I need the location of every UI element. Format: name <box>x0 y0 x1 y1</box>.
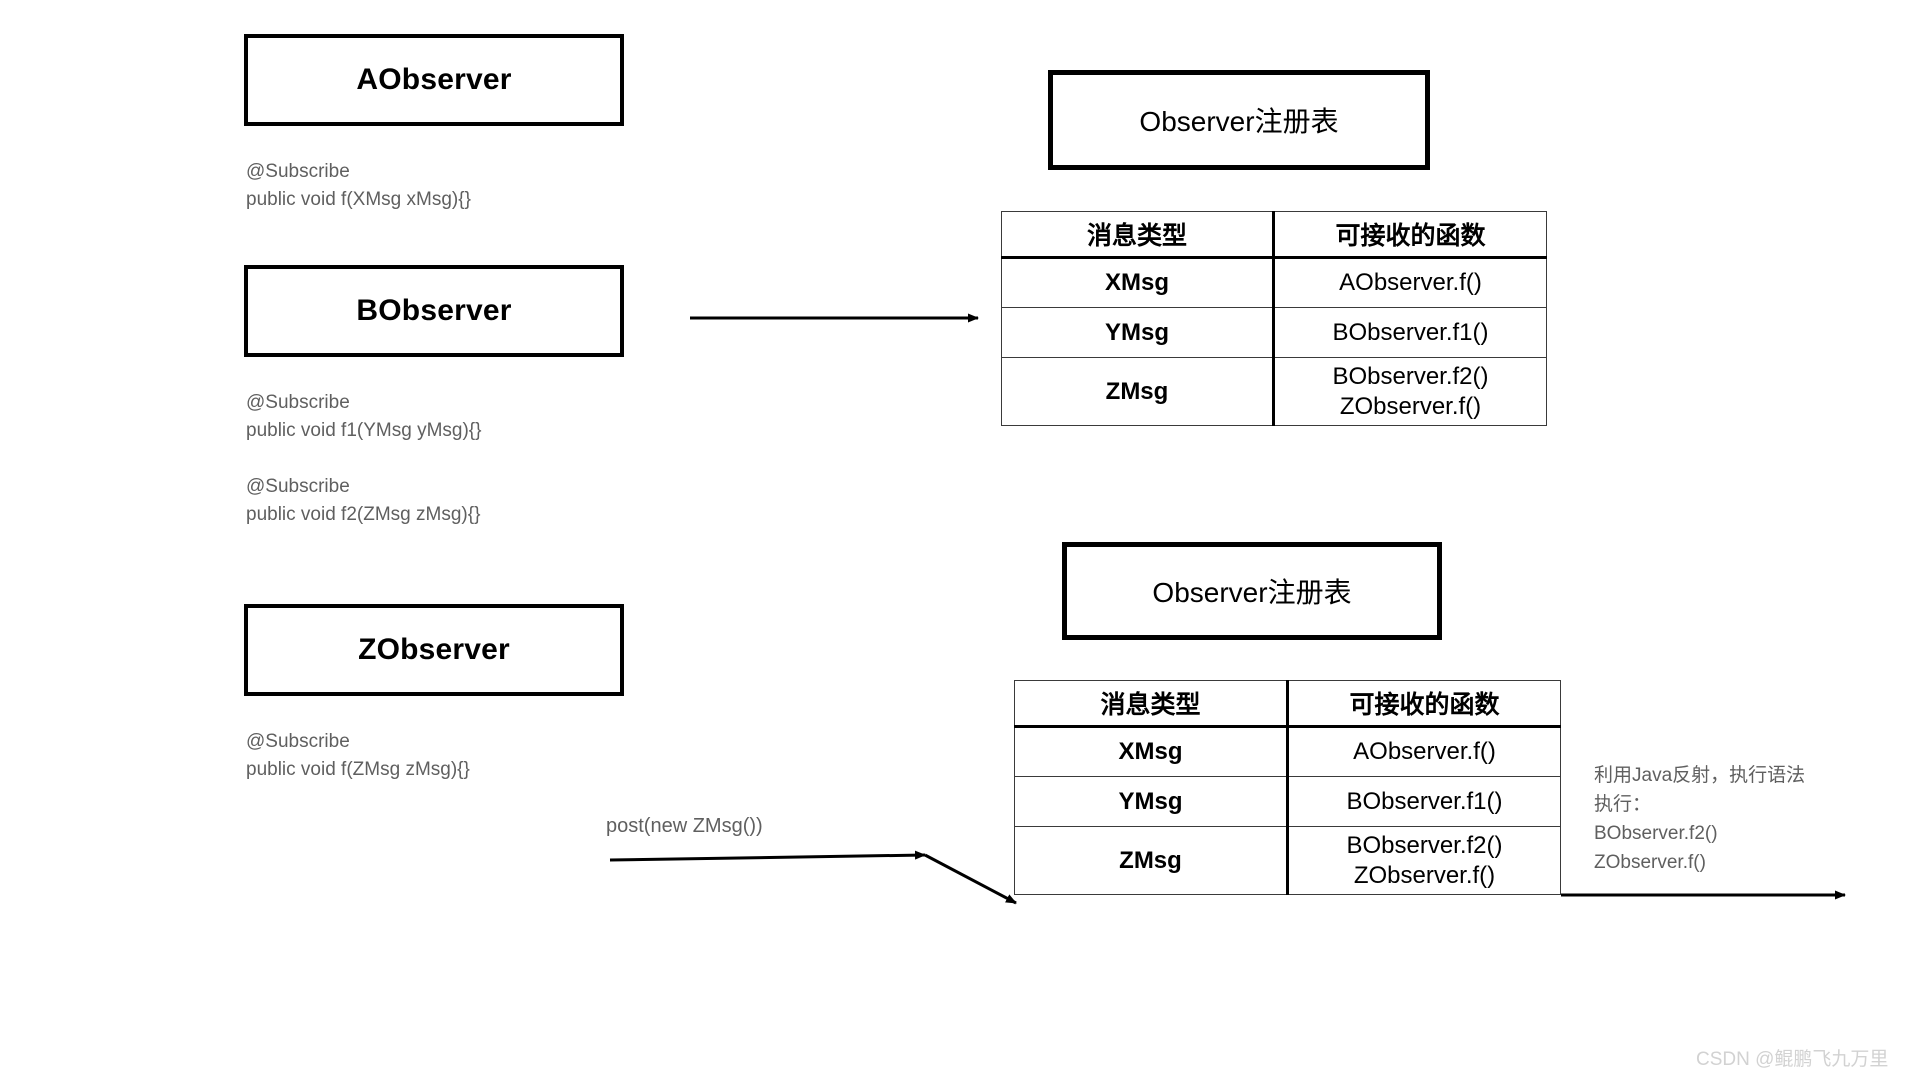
cell-message-type: ZMsg <box>1001 357 1275 426</box>
arrow-post-horizontal <box>609 850 926 862</box>
registry-title-label: Observer注册表 <box>1139 106 1339 137</box>
arrow-post-diagonal <box>924 853 1017 905</box>
observer-box-aobserver: AObserver <box>244 34 624 126</box>
cell-functions: BObserver.f1() <box>1287 776 1561 827</box>
table-row: XMsg AObserver.f() <box>1014 726 1561 777</box>
cell-message-type: XMsg <box>1014 726 1289 777</box>
cell-functions: AObserver.f() <box>1287 726 1561 777</box>
registry-table-bottom: 消息类型 可接收的函数 XMsg AObserver.f() YMsg BObs… <box>1014 680 1561 895</box>
table-header-row: 消息类型 可接收的函数 <box>1001 211 1547 259</box>
cell-functions: BObserver.f2() ZObserver.f() <box>1273 357 1547 426</box>
cell-message-type: YMsg <box>1014 776 1289 827</box>
observer-box-bobserver: BObserver <box>244 265 624 357</box>
post-call-label: post(new ZMsg()) <box>606 815 763 837</box>
column-header-functions: 可接收的函数 <box>1287 680 1561 728</box>
registry-table-top: 消息类型 可接收的函数 XMsg AObserver.f() YMsg BObs… <box>1001 211 1547 426</box>
table-header-row: 消息类型 可接收的函数 <box>1014 680 1561 728</box>
registry-title-label: Observer注册表 <box>1152 577 1352 608</box>
column-header-functions: 可接收的函数 <box>1273 211 1547 259</box>
cell-message-type: YMsg <box>1001 307 1275 358</box>
cell-functions: AObserver.f() <box>1273 257 1547 308</box>
column-header-message-type: 消息类型 <box>1001 211 1275 259</box>
observer-annotation-aobserver: @Subscribe public void f(XMsg xMsg){} <box>246 161 471 210</box>
observer-box-zobserver: ZObserver <box>244 604 624 696</box>
table-row: XMsg AObserver.f() <box>1001 257 1547 308</box>
registry-title-box-top: Observer注册表 <box>1048 70 1430 170</box>
cell-message-type: ZMsg <box>1014 826 1289 895</box>
reflection-note-label: 利用Java反射，执行语法 执行： BObserver.f2() ZObserv… <box>1594 765 1806 873</box>
observer-annotation-zobserver: @Subscribe public void f(ZMsg zMsg){} <box>246 731 470 780</box>
cell-functions: BObserver.f1() <box>1273 307 1547 358</box>
table-row: YMsg BObserver.f1() <box>1014 776 1561 827</box>
cell-functions: BObserver.f2() ZObserver.f() <box>1287 826 1561 895</box>
observer-annotation-bobserver: @Subscribe public void f1(YMsg yMsg){} @… <box>246 392 482 525</box>
cell-message-type: XMsg <box>1001 257 1275 308</box>
registry-title-box-bottom: Observer注册表 <box>1062 542 1442 640</box>
observer-name-label: BObserver <box>356 294 512 327</box>
table-row: ZMsg BObserver.f2() ZObserver.f() <box>1001 357 1547 426</box>
csdn-watermark: CSDN @鲲鹏飞九万里 <box>1696 1049 1889 1070</box>
observer-name-label: ZObserver <box>358 633 510 666</box>
table-row: YMsg BObserver.f1() <box>1001 307 1547 358</box>
observer-name-label: AObserver <box>356 63 512 96</box>
table-row: ZMsg BObserver.f2() ZObserver.f() <box>1014 826 1561 895</box>
column-header-message-type: 消息类型 <box>1014 680 1289 728</box>
